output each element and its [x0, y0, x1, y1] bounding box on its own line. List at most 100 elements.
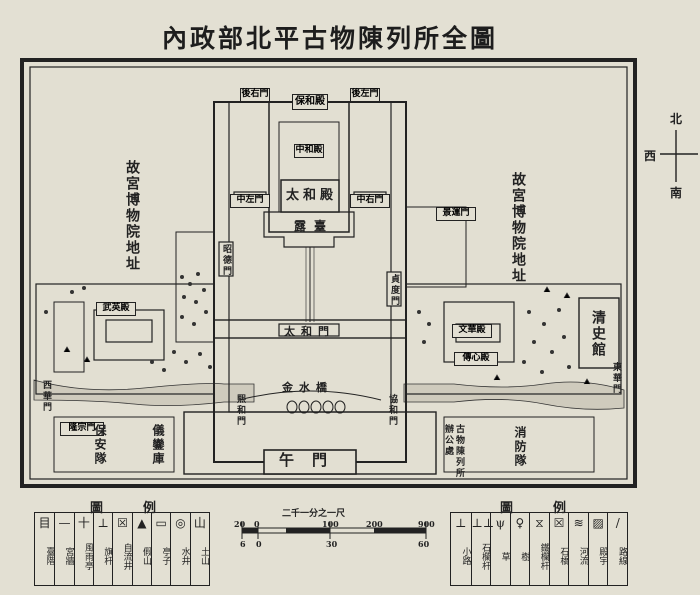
left-museum-label: 故宮博物院地址: [124, 160, 140, 272]
legend-symbol-icon: ♀: [515, 516, 525, 530]
right-back-gate-label: 後右門: [240, 88, 270, 102]
wuying-hall-label: 武英殿: [96, 302, 136, 316]
legend-label: 鐵欄杆: [538, 542, 549, 570]
legend-item: ▭ 亭子: [151, 513, 170, 585]
legend-symbol-icon: 目: [38, 516, 51, 530]
scale-caption: 二千一分之一尺: [282, 509, 346, 519]
legend-label: 旗杆: [102, 547, 113, 565]
wenhua-hall-label: 文華殿: [452, 324, 492, 338]
legend-item: / 路線: [607, 513, 627, 585]
zhongyou-gate-label: 中右門: [350, 194, 390, 208]
baoan-dui-label: 保安隊: [93, 424, 107, 466]
zhaode-gate-label: 昭德門: [221, 244, 231, 277]
legend-label: 石欄杆: [480, 542, 491, 570]
legend-symbol-icon: ◎: [175, 516, 186, 530]
legend-label: 河流: [577, 547, 588, 565]
longzong-gate-label: 隆宗門: [60, 422, 104, 436]
palace-plan: [29, 66, 628, 480]
legend-item: ⧖ 鐵欄杆: [529, 513, 549, 585]
map-title: 內政部北平古物陳列所全圖: [161, 24, 498, 53]
compass-north: 北: [670, 112, 683, 126]
legend-symbol-icon: ☒: [117, 516, 128, 530]
legend-item: 目臺階: [35, 513, 55, 585]
legend-symbol-icon: ≋: [573, 516, 584, 530]
scale-bottom-tick-3: 60: [418, 539, 430, 549]
chuanxin-dian-label: 傳心殿: [454, 352, 498, 366]
legend-item: ▲假山: [131, 513, 151, 585]
compass-west: 西: [644, 149, 657, 163]
legend-symbol-icon: ⊥: [455, 516, 467, 530]
legend-item: — 宮牆: [54, 513, 74, 585]
lutai-label: 露臺: [294, 219, 335, 233]
legend-item: ♀樹: [509, 513, 530, 585]
scale-top-tick-1: 0: [254, 519, 260, 529]
yiluan-ku-label: 儀鑾庫: [151, 424, 165, 466]
legend-item: ⊥旗杆: [93, 513, 112, 585]
legend-label: 土山: [198, 547, 209, 565]
scale-top-tick-3: 200: [366, 519, 383, 529]
scale-bottom-tick-1: 0: [256, 539, 262, 549]
legend-item: ⊥⊥ 石欄杆: [470, 513, 495, 585]
guard-office-label: 古物陳列所辦公處: [443, 424, 464, 479]
legend-symbol-icon: ▲: [137, 516, 147, 530]
scale-bottom-tick-2: 30: [326, 539, 338, 549]
legend-item: ⊥ 小路: [451, 513, 471, 585]
legend-item: ▨殿宇: [587, 513, 608, 585]
legend-label: 殿宇: [597, 547, 608, 565]
taihe-gate-label: 太和門: [284, 325, 335, 338]
legend-label: 石橋: [558, 547, 569, 565]
xihua-gate-label: 西華門: [41, 380, 51, 413]
qingshi-guan-label: 清史館: [590, 310, 606, 358]
legend-symbol-icon: 十: [77, 516, 90, 530]
scale-bar: 二千一分之一尺 20 0 100 200 900 6 0 30 60: [226, 508, 440, 558]
legend-symbol-icon: ▭: [155, 516, 167, 530]
compass-rose: 北 西 南: [642, 110, 698, 200]
legend-symbol-icon: ψ: [495, 516, 506, 530]
legend-symbol-icon: ☒: [553, 516, 565, 530]
legend-item: ☒ 石橋: [548, 513, 569, 585]
zhongzuo-gate-label: 中左門: [230, 194, 270, 208]
legend-item: 山土山: [189, 513, 209, 585]
jingyun-gate-label: 景運門: [436, 207, 476, 221]
legend-item: 十風雨亭: [73, 513, 93, 585]
donghua-gate-label: 東華門: [611, 362, 621, 395]
compass-south: 南: [670, 186, 683, 200]
legend-label: 小路: [460, 547, 471, 565]
xihe-gate-label: 熙和門: [235, 394, 245, 427]
legend-item: ≋ 河流: [568, 513, 588, 585]
baohe-hall-label: 保和殿: [292, 94, 328, 110]
legend-item: ◎ 水井: [170, 513, 190, 585]
zhendu-gate-label: 貞度門: [389, 274, 399, 307]
xiehe-gate-label: 協和門: [387, 394, 397, 427]
zhonghe-hall-label: 中和殿: [294, 144, 324, 158]
legend-label: 路線: [616, 547, 627, 565]
legend-label: 亭子: [160, 547, 171, 565]
right-museum-label: 故宮博物院地址: [510, 172, 526, 284]
taihe-hall-label: 太和殿: [286, 188, 338, 203]
legend-item: ☒ 自流井: [112, 513, 132, 585]
scale-ruler-icon: [241, 522, 427, 539]
jinshui-bridge-label: 金水橋: [282, 381, 333, 394]
xiaofang-dui-label: 消防隊: [513, 426, 527, 468]
scale-top-tick-4: 900: [418, 519, 435, 529]
legend-symbol-icon: —: [58, 516, 71, 530]
legend-symbol-icon: /: [615, 516, 620, 530]
scale-top-tick-2: 100: [322, 519, 339, 529]
scale-bottom-tick-0: 6: [240, 539, 246, 549]
legend-symbol-icon: 山: [193, 516, 206, 530]
map-frame: 故宮博物院地址 故宮博物院地址 保和殿 後右門 後左門 中和殿 太和殿 露臺 太…: [20, 58, 637, 488]
legend-symbol-icon: ⧖: [535, 516, 544, 530]
legend-label: 風雨亭: [82, 542, 93, 570]
legend-label: 水井: [179, 547, 190, 565]
legend-label: 臺階: [44, 547, 55, 565]
legend-symbol-icon: ⊥⊥: [471, 516, 495, 530]
legend-label: 自流井: [121, 542, 132, 570]
legend-label: 草: [499, 551, 510, 561]
legend-left: 目臺階—宮牆十風雨亭⊥旗杆☒自流井▲假山▭亭子◎水井山土山: [34, 512, 210, 586]
legend-label: 樹: [519, 551, 530, 561]
left-back-gate-label: 後左門: [350, 88, 380, 102]
legend-label: 宮牆: [63, 547, 74, 565]
